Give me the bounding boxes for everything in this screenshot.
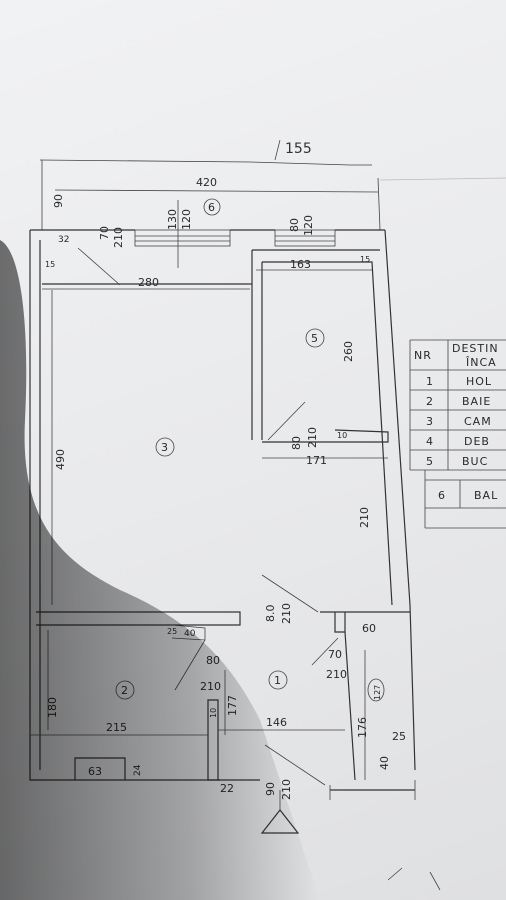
- entry-jamb: [329, 780, 416, 800]
- dim-25b: 25: [392, 730, 406, 743]
- dim-24: 24: [133, 764, 143, 776]
- dim-210-room3: 210: [280, 603, 293, 624]
- dim-210-room5: 210: [306, 427, 319, 448]
- dim-90-entry: 90: [264, 782, 277, 796]
- dim-63: 63: [88, 765, 102, 778]
- room6-circle: [203, 198, 221, 216]
- dim-40b: 40: [378, 756, 391, 770]
- door-swing-hall: [77, 247, 121, 286]
- dim-280: 280: [138, 276, 159, 289]
- dim-177: 177: [226, 695, 239, 716]
- dim-80-room2: 80: [206, 654, 220, 667]
- dim-120-b: 120: [302, 215, 315, 236]
- table-row-name: CAM: [464, 415, 492, 428]
- dim-22: 22: [220, 782, 234, 795]
- dim-210-entry: 210: [280, 779, 293, 800]
- rooms-table: NR DESTIN ÎNCA 1 HOL 2 BAIE 3 CAM 4 DEB …: [409, 339, 506, 529]
- dim-40: 40: [184, 629, 196, 639]
- dim-490: 490: [54, 449, 67, 470]
- dim-10: 10: [337, 431, 347, 440]
- hall-door-jamb: [334, 612, 346, 633]
- circled-note-text: 127: [373, 685, 382, 700]
- window-balcony-left: [134, 229, 231, 247]
- table-header-dest: DESTIN: [452, 342, 499, 355]
- dim-163: 163: [290, 258, 311, 271]
- entry-wall: [218, 779, 415, 791]
- hall-partition: [344, 631, 356, 781]
- table-columns: [409, 340, 461, 528]
- dim-210-hall: 210: [326, 668, 347, 681]
- dim-line-420: [54, 189, 379, 193]
- room-label-2: 2: [121, 684, 128, 697]
- dim-70-top: 70: [98, 226, 111, 240]
- dim-90-top: 90: [52, 194, 65, 208]
- pen-mark: [387, 867, 441, 891]
- dim-80-room5: 80: [290, 436, 303, 450]
- dim-210-mid: 210: [358, 507, 371, 528]
- dim-176: 176: [356, 717, 369, 738]
- dim-215: 215: [106, 721, 127, 734]
- table-row-nr: 4: [426, 435, 434, 448]
- table-row-name: BAL: [474, 489, 498, 502]
- dim-260: 260: [342, 341, 355, 362]
- top-guide-line: [39, 159, 372, 166]
- table-rows: [410, 339, 506, 529]
- dim-180: 180: [46, 697, 59, 718]
- door-swing-entry: [264, 744, 326, 786]
- dim-60: 60: [362, 622, 376, 635]
- table-row-name: BAIE: [462, 395, 491, 408]
- entrance-marker-icon: [260, 809, 300, 834]
- room5-bottom-wall: [262, 429, 389, 443]
- room-label-6: 6: [208, 201, 215, 214]
- table-header-dest2: ÎNCA: [465, 356, 497, 369]
- dim-15b: 15: [360, 255, 370, 264]
- dim-80-room3: 8.0: [264, 605, 277, 623]
- table-row-nr: 2: [426, 395, 434, 408]
- right-guide-line: [377, 177, 381, 231]
- dim-80-top: 80: [288, 218, 301, 232]
- table-header-nr: NR: [414, 349, 432, 362]
- room-label-1: 1: [274, 674, 281, 687]
- dim-70-hall: 70: [328, 648, 342, 661]
- dim-130: 130: [166, 209, 179, 230]
- table-row-name: BUC: [462, 455, 488, 468]
- table-row-nr: 1: [426, 375, 434, 388]
- top-annotation: 155: [285, 141, 312, 157]
- dim-171: 171: [306, 454, 327, 467]
- dim-146: 146: [266, 716, 287, 729]
- table-row-nr: 3: [426, 415, 434, 428]
- right-outer-wall: [384, 229, 416, 771]
- dim-15: 15: [45, 260, 55, 269]
- dim-420: 420: [196, 176, 217, 189]
- paper-fold-line: [379, 177, 506, 181]
- table-row-name: DEB: [464, 435, 490, 448]
- dim-32: 32: [58, 235, 69, 245]
- table-row-nr: 6: [438, 489, 446, 502]
- table-row-nr: 5: [426, 455, 434, 468]
- dim-210-room2: 210: [200, 680, 221, 693]
- dim-120-a: 120: [180, 209, 193, 230]
- room-label-5: 5: [311, 332, 318, 345]
- annotation-stroke: [274, 139, 281, 161]
- dim-10b: 10: [209, 708, 218, 718]
- table-row-name: HOL: [466, 375, 492, 388]
- dim-210-top: 210: [112, 227, 125, 248]
- room2-top-wall: [36, 611, 241, 626]
- door-swing-room5: [267, 401, 306, 441]
- dim-25: 25: [167, 627, 177, 636]
- room5-right-wall: [262, 261, 393, 606]
- circled-note: [367, 678, 385, 702]
- room-label-3: 3: [161, 441, 168, 454]
